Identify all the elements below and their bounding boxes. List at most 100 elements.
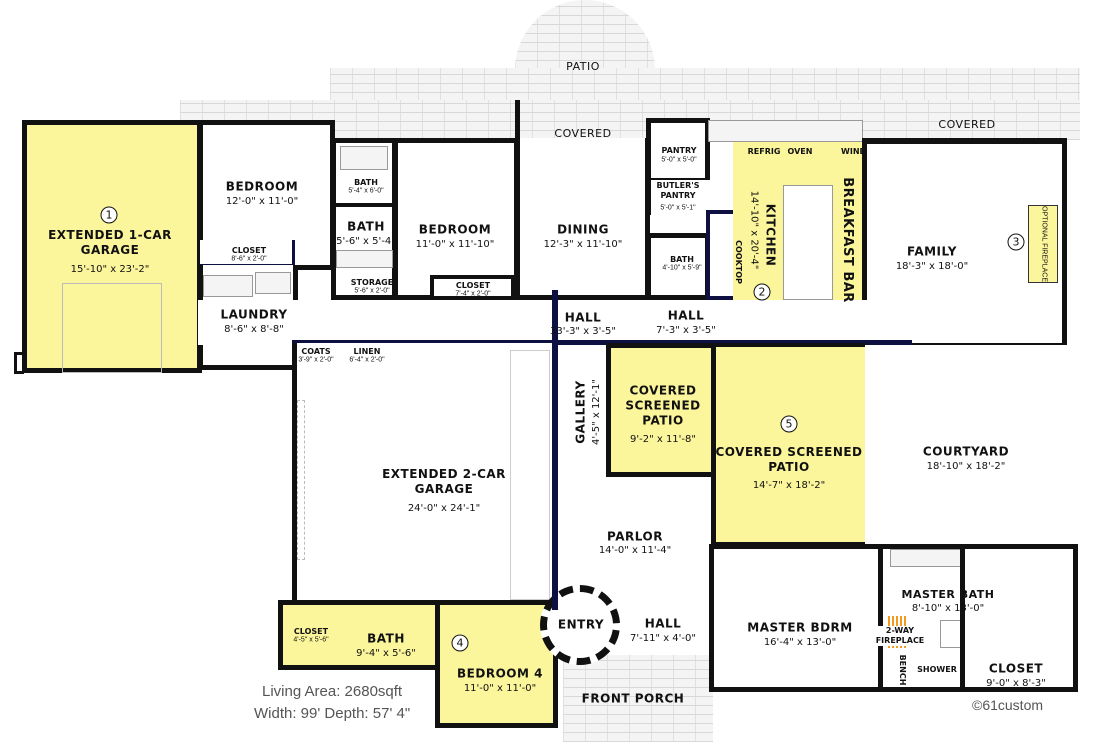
coats-dim: 3'-9" x 2'-0" [298,356,334,364]
front-porch [563,655,713,742]
closet1-label: CLOSET [231,246,267,255]
garage1-label: EXTENDED 1-CAR GARAGE [48,228,172,257]
butlers-pantry-dim: 5'-0" x 5'-1" [660,204,696,212]
garage1-dim: 15'-10" x 23'-2" [70,263,150,275]
laundry-dim: 8'-6" x 8'-8" [224,323,284,335]
bath2-dim: 4'-10" x 5'-9" [662,264,702,272]
hall2-label: HALL [667,308,705,323]
copyright: ©61custom [972,697,1044,713]
hall1-label: HALL [564,310,602,325]
laundry-sink [255,272,291,294]
bathtub [340,146,388,170]
dining-wall [515,100,520,140]
garage2-door [297,400,305,560]
dining [515,138,650,300]
oven-label: OVEN [787,147,813,156]
coats-label: COATS [301,347,331,356]
marker-3: 3 [1007,233,1025,251]
dining-label: DINING [557,222,609,237]
gallery-wall [552,290,558,610]
bath-small-dim: 5'-4" x 6'-0" [348,187,384,195]
csp-large [711,343,867,547]
cooktop-label: COOKTOP [734,240,743,284]
dining-dim: 12'-3" x 11'-10" [543,238,623,250]
garage1-wall-stub [14,352,24,374]
garage-door-outline [62,283,162,373]
csp-small-dim: 9'-2" x 11'-8" [629,433,697,445]
marker-4: 4 [451,634,469,652]
front-porch-label: FRONT PORCH [581,691,685,706]
marker-1: 1 [100,206,118,224]
parlor-dim: 14'-0" x 11'-4" [598,544,672,556]
courtyard-dim: 18'-10" x 18'-2" [926,460,1006,472]
family-top-wall [865,138,1065,144]
hall1-dim: 33'-3" x 3'-5" [549,325,617,337]
gallery-label: GALLERY [573,380,588,444]
washer-dryer [203,275,253,297]
laundry-label: LAUNDRY [220,307,288,322]
kitchen-counter-top [708,120,863,142]
pantry-dim: 5'-0" x 5'-0" [661,156,697,164]
refrig-label: REFRIG [747,147,781,156]
dimensions: Width: 99' Depth: 57' 4" [254,705,411,722]
storage-label: STORAGE [350,278,394,287]
patio [330,68,1080,102]
garage2-label: EXTENDED 2-CAR GARAGE [382,467,506,496]
bath2-label: BATH [670,255,694,264]
garage2-door-right [510,350,550,600]
master-bdrm-dim: 16'-4" x 13'-0" [763,636,837,648]
closet2-label: CLOSET [455,281,491,290]
cooktop-counter [706,210,736,300]
master-bath-dim: 8'-10" x 13'-0" [911,602,985,614]
pantry-label: PANTRY [661,146,697,155]
breakfast-bar-label: BREAKFAST BAR [840,177,856,303]
csp-small-label: COVERED SCREENED PATIO [625,383,701,428]
marker-5: 5 [780,415,798,433]
family-dim: 18'-3" x 18'-0" [895,260,969,272]
master-bdrm-label: MASTER BDRM [747,620,853,635]
closet2 [430,275,515,300]
double-vanity [336,250,393,268]
bath4-dim: 9'-4" x 5'-6" [356,647,416,659]
bath-small-label: BATH [354,178,378,187]
bench-label: BENCH [898,654,907,686]
closet1-dim: 8'-6" x 2'-0" [231,255,267,263]
fireplace [1028,205,1058,283]
csp-small [606,343,714,477]
bath4 [278,600,440,670]
kitchen-dim: 14'-10" x 20'-4" [748,190,760,270]
courtyard [865,345,1099,547]
butlers-pantry-label: BUTLER'S PANTRY [656,181,700,200]
csp-large-dim: 14'-7" x 18'-2" [752,479,826,491]
storage-dim: 5'-6" x 2'-0" [354,287,390,295]
fireplace-label: OPTIONAL FIREPLACE [1040,206,1048,282]
bedroom4-dim: 11'-0" x 11'-0" [463,682,537,694]
master-bdrm [709,544,884,692]
bedroom2-label: BEDROOM [418,222,492,237]
kitchen-island [783,185,833,300]
bath1-label: BATH [347,219,385,234]
bedroom2-dim: 11'-0" x 11'-10" [415,238,495,250]
kitchen-label: KITCHEN [763,203,778,267]
shower-label: SHOWER [917,665,957,674]
patio-label: PATIO [566,60,600,74]
linen-label: LINEN [353,347,381,356]
hall3-label: HALL [644,616,682,631]
courtyard-label: COURTYARD [922,444,1010,459]
covered-left-label: COVERED [554,127,612,141]
closet4-label: CLOSET [293,627,329,636]
hall-wall [292,340,912,345]
csp-large-label: COVERED SCREENED PATIO [715,445,863,474]
family-label: FAMILY [907,244,957,259]
closet4-dim: 4'-5" x 5'-6" [293,636,329,644]
wine-label: WINE [841,147,865,156]
gallery-dim: 4'-5" x 12'-1" [590,378,602,446]
bath2 [646,233,710,300]
bedroom4 [435,600,558,728]
bedroom1-label: BEDROOM [225,179,299,194]
master-closet [960,544,1078,692]
marker-2: 2 [753,283,771,301]
living-area: Living Area: 2680sqft [262,683,403,700]
entry-label: ENTRY [557,617,605,632]
bath1-dim: 5'-6" x 5'-4" [336,235,396,247]
